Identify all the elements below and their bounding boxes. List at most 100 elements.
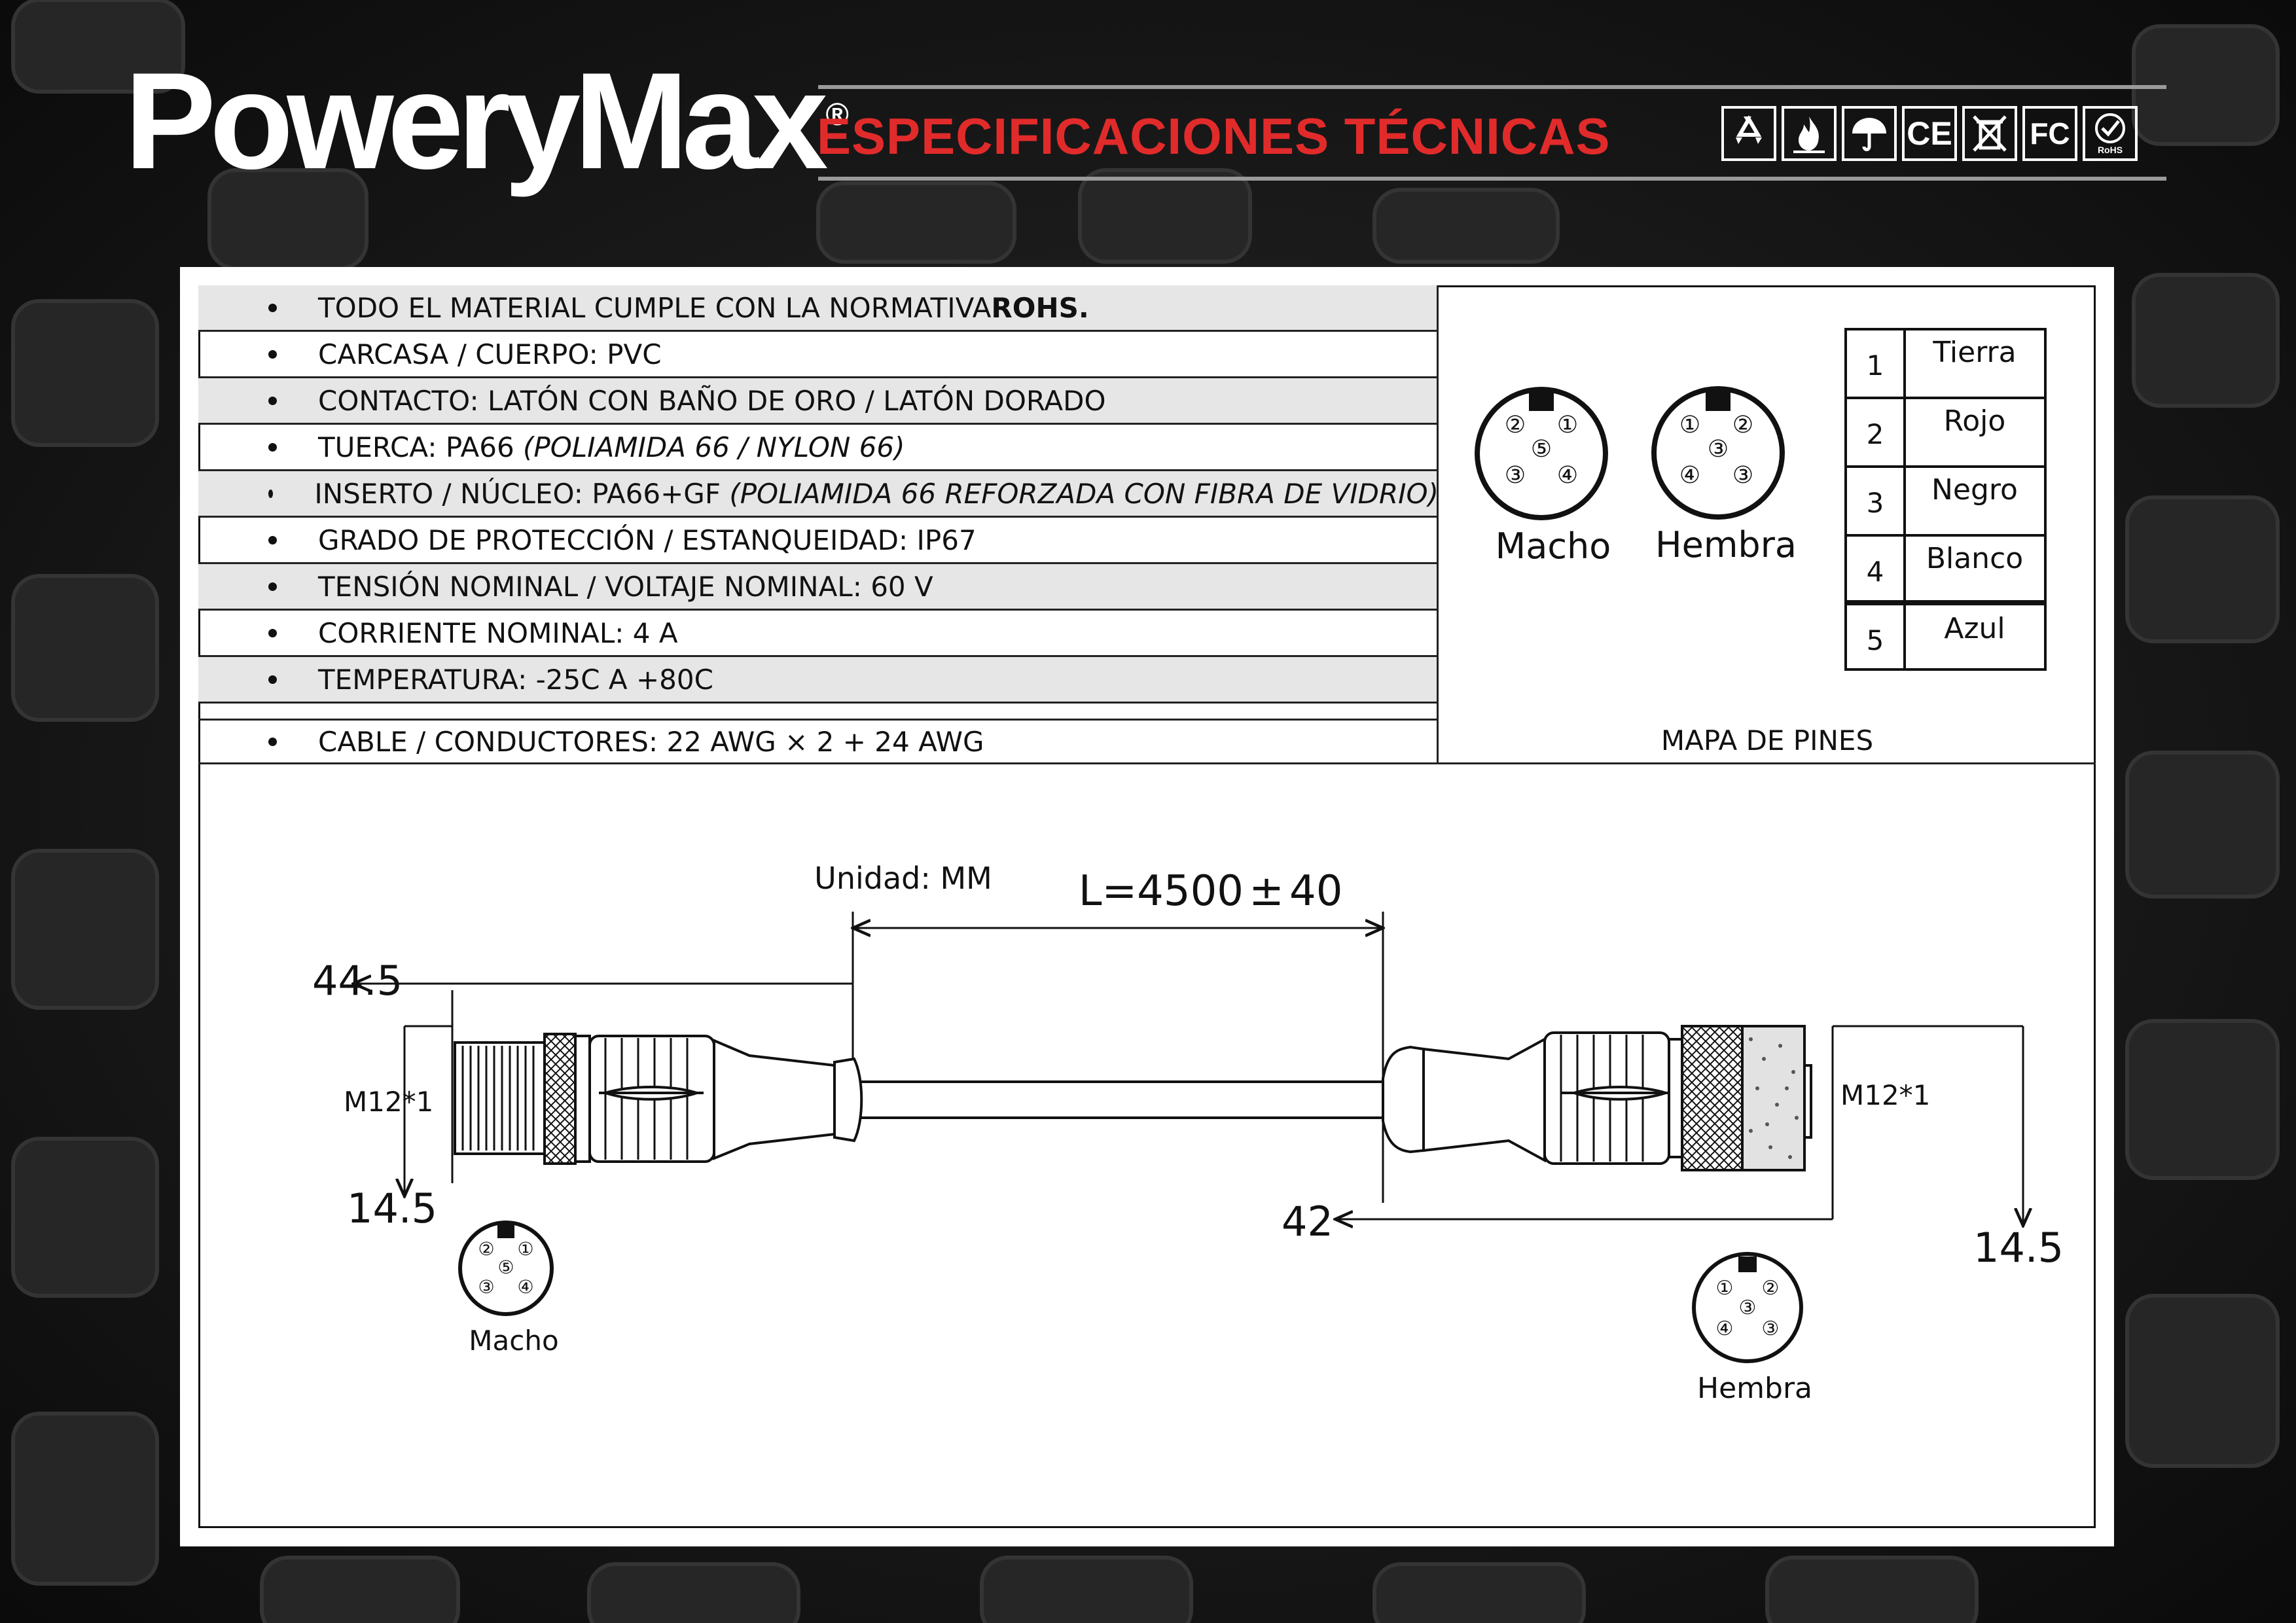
male-small-pin-5: ⑤ <box>497 1257 514 1278</box>
left-thread-label: M12*1 <box>344 1086 433 1118</box>
certification-icons: CE FC RoHS <box>1721 106 2138 161</box>
spec-row-voltage: TENSIÓN NOMINAL / VOLTAJE NOMINAL: 60 V <box>198 564 1439 611</box>
spec-text: TUERCA: PA66 <box>318 431 524 463</box>
bullet <box>268 737 277 746</box>
spec-text: INSERTO / NÚCLEO: PA66+GF <box>314 477 730 510</box>
pin-table-rows: 1 Tierra 2 Rojo 3 Negro 4 Blanco 5 Azul <box>1867 336 2024 656</box>
female-small-pin-2: ② <box>1762 1277 1780 1300</box>
pin-number: 2 <box>1867 418 1884 450</box>
right-length-label: 42 <box>1282 1198 1333 1245</box>
left-diameter-label: 14.5 <box>347 1185 437 1232</box>
pinmap-caption: MAPA DE PINES <box>1660 724 1874 757</box>
technical-drawing: ② ① ⑤ ③ ④ Macho ① ② ③ ④ ③ Hembra 1 <box>312 328 2064 1405</box>
drawing-female-label: Hembra <box>1697 1372 1812 1405</box>
spec-text: CONTACTO: LATÓN CON BAÑO DE ORO / LATÓN … <box>318 384 1106 417</box>
pinmap-male-face: ② ① ⑤ ③ ④ <box>1475 387 1608 520</box>
female-small-pin-4: ④ <box>1716 1317 1734 1340</box>
male-pin-1: ① <box>1557 412 1578 438</box>
spec-row-cable: CABLE / CONDUCTORES: 22 AWG × 2 + 24 AWG <box>198 719 1439 762</box>
bullet <box>268 582 277 591</box>
pin-color: Tierra <box>1932 336 2016 369</box>
female-pin-2: ② <box>1732 412 1753 438</box>
male-pin-3: ③ <box>1505 462 1526 489</box>
spec-text: TENSIÓN NOMINAL / VOLTAJE NOMINAL: 60 V <box>318 570 933 603</box>
cable <box>854 1080 1383 1119</box>
right-diameter-label: 14.5 <box>1973 1224 2064 1272</box>
left-length-label: 44.5 <box>312 957 403 1005</box>
spec-text: GRADO DE PROTECCIÓN / ESTANQUEIDAD: IP67 <box>318 524 977 556</box>
fcc-mark-icon: FC <box>2022 106 2077 161</box>
spec-row-insert: INSERTO / NÚCLEO: PA66+GF (POLIAMIDA 66 … <box>198 471 1439 518</box>
unit-label: Unidad: MM <box>814 861 992 896</box>
section-divider <box>198 762 2096 764</box>
bullet <box>268 303 277 312</box>
spec-text: CARCASA / CUERPO: PVC <box>318 338 662 370</box>
spec-row-protection: GRADO DE PROTECCIÓN / ESTANQUEIDAD: IP67 <box>198 518 1439 564</box>
pin-number: 3 <box>1867 487 1884 519</box>
spec-text: CABLE / CONDUCTORES: 22 AWG × 2 + 24 AWG <box>318 725 984 758</box>
pin-color: Blanco <box>1926 542 2023 575</box>
spec-row-housing: CARCASA / CUERPO: PVC <box>198 332 1439 378</box>
flame-icon <box>1782 106 1837 161</box>
spec-text: TODO EL MATERIAL CUMPLE CON LA NORMATIVA <box>318 291 992 324</box>
female-pin-3: ③ <box>1732 462 1753 489</box>
spec-row-rohs: TODO EL MATERIAL CUMPLE CON LA NORMATIVA… <box>198 285 1439 332</box>
male-connector-drawing <box>454 1033 863 1165</box>
bullet <box>268 396 277 405</box>
bullet <box>268 489 274 498</box>
spec-text: CORRIENTE NOMINAL: 4 A <box>318 616 678 649</box>
brand-name: PoweryMax <box>124 44 829 198</box>
male-pin-4: ④ <box>1557 462 1578 489</box>
right-thread-label: M12*1 <box>1840 1079 1930 1111</box>
pin-color-table <box>1844 328 2047 671</box>
bullet <box>268 535 277 544</box>
pin-color: Negro <box>1931 473 2018 507</box>
drawing-male-label: Macho <box>469 1325 558 1357</box>
recycle-icon <box>1721 106 1776 161</box>
weee-bin-icon <box>1962 106 2017 161</box>
spec-bold: ROHS. <box>991 291 1089 324</box>
brand-logo: PoweryMax® <box>124 52 849 190</box>
bullet <box>268 628 277 637</box>
rohs-label: RoHS <box>2097 145 2123 155</box>
female-face-small: ① ② ③ ④ ③ <box>1692 1252 1803 1363</box>
length-label: L=4500 ± 40 <box>1079 867 1343 916</box>
spec-italic: (POLIAMIDA 66 REFORZADA CON FIBRA DE VID… <box>729 477 1439 510</box>
male-small-pin-4: ④ <box>517 1276 533 1298</box>
spec-italic: (POLIAMIDA 66 / NYLON 66) <box>523 431 905 463</box>
female-small-pin-1: ① <box>1716 1277 1734 1300</box>
length-value: L=4500 <box>1079 867 1244 916</box>
pin-color: Rojo <box>1944 404 2006 438</box>
pinmap-female-label: Hembra <box>1655 524 1797 565</box>
female-connector-drawing <box>1382 1025 1812 1171</box>
spec-sheet: TODO EL MATERIAL CUMPLE CON LA NORMATIVA… <box>180 267 2114 1546</box>
male-pin-2: ② <box>1505 412 1526 438</box>
registered-mark: ® <box>825 98 849 132</box>
pinmap-male-label: Macho <box>1496 526 1611 567</box>
male-small-pin-2: ② <box>478 1238 494 1260</box>
bullet <box>268 442 277 452</box>
tolerance-symbol: ± <box>1249 867 1284 916</box>
male-small-pin-1: ① <box>517 1238 533 1260</box>
female-small-pin-3-center: ③ <box>1739 1296 1757 1319</box>
spec-row-nut: TUERCA: PA66 (POLIAMIDA 66 / NYLON 66) <box>198 425 1439 471</box>
tolerance-value: 40 <box>1289 867 1342 916</box>
spec-row-contact: CONTACTO: LATÓN CON BAÑO DE ORO / LATÓN … <box>198 378 1439 425</box>
header-rule-top <box>818 85 2166 89</box>
ce-mark-icon: CE <box>1902 106 1957 161</box>
rohs-check-icon: RoHS <box>2083 106 2138 161</box>
male-pin-5: ⑤ <box>1531 436 1552 463</box>
bullet <box>268 349 277 359</box>
page-title: ESPECIFICACIONES TÉCNICAS <box>817 107 1611 165</box>
bullet <box>268 675 277 684</box>
pin-number: 1 <box>1867 349 1884 382</box>
female-pin-1: ① <box>1679 412 1700 438</box>
female-pin-3-center: ③ <box>1708 436 1729 463</box>
female-pin-4: ④ <box>1679 462 1700 489</box>
pin-number: 4 <box>1867 556 1884 588</box>
male-small-pin-3: ③ <box>478 1276 494 1298</box>
umbrella-icon <box>1842 106 1897 161</box>
spec-row-temperature: TEMPERATURA: -25C A +80C <box>198 657 1439 704</box>
column-divider <box>1437 285 1439 764</box>
pin-color: Azul <box>1944 612 2005 645</box>
